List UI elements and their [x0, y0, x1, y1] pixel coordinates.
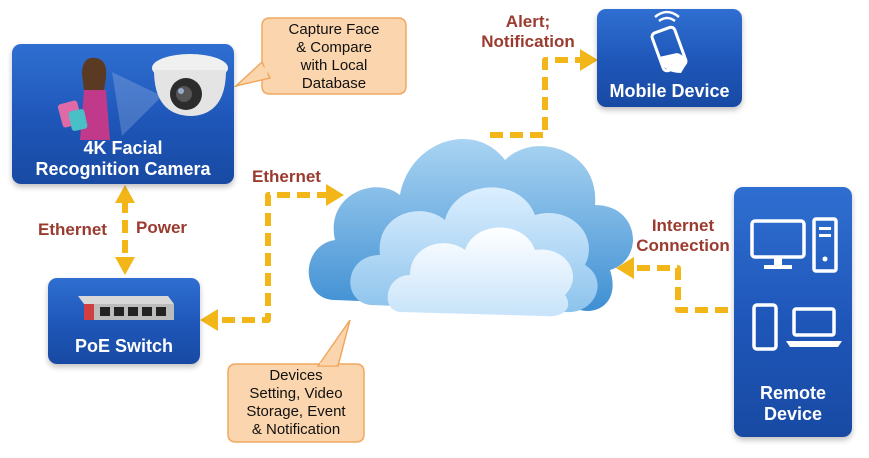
- callout-capture-line: Database: [301, 75, 367, 92]
- mobile-device-box: Mobile Device: [597, 9, 742, 107]
- arrow-cloud-switch: [215, 192, 330, 323]
- cloud-icon: [308, 138, 633, 317]
- arrowhead-right-icon: [580, 49, 598, 71]
- remote-device-box: Remote Device: [734, 187, 852, 437]
- remote-device-label-line1: Remote: [759, 383, 826, 403]
- callout-capture-line: Capture Face: [288, 21, 380, 38]
- label-power: Power: [136, 218, 188, 237]
- label-alert-line1: Alert;: [505, 12, 551, 31]
- callout-capture-line: with Local: [300, 57, 368, 74]
- callout-capture-line: & Compare: [296, 39, 372, 56]
- callout-capture-text: Capture Face & Compare with Local Databa…: [262, 21, 406, 93]
- arrowhead-left-icon: [616, 257, 634, 279]
- arrowhead-down-icon: [115, 257, 135, 275]
- mobile-phone-icon: [650, 10, 688, 73]
- label-alert-line2: Notification: [481, 32, 575, 52]
- label-internet-line1: Internet: [651, 216, 715, 235]
- label-internet-connection: Internet Connection: [628, 216, 738, 257]
- arrow-cloud-mobile: [490, 57, 585, 138]
- label-ethernet-left: Ethernet: [38, 220, 107, 239]
- poe-switch-box: PoE Switch: [48, 278, 200, 364]
- label-ethernet-top: Ethernet: [252, 167, 321, 186]
- arrowhead-right-icon: [326, 184, 344, 206]
- arrowhead-left-icon: [200, 309, 218, 331]
- callout-devices-text: Devices Setting, Video Storage, Event & …: [228, 367, 364, 439]
- callout-capture-bubble: [261, 17, 407, 95]
- label-alert-notification: Alert; Notification: [472, 12, 584, 53]
- camera-box: 4K Facial Recognition Camera: [12, 44, 234, 184]
- callout-devices-line: Storage, Event: [246, 403, 346, 420]
- callout-devices-line: Devices: [269, 367, 323, 384]
- poe-switch-label: PoE Switch: [74, 336, 173, 356]
- camera-label-line2: Recognition Camera: [35, 158, 211, 179]
- arrowhead-up-icon: [115, 185, 135, 203]
- remote-device-label-line2: Device: [763, 403, 823, 424]
- facial-recognition-camera-icon: [57, 54, 228, 140]
- mobile-device-label: Mobile Device: [609, 81, 730, 101]
- callout-devices-bubble: [227, 363, 365, 443]
- remote-devices-icon: [750, 217, 842, 351]
- poe-switch-icon: [78, 296, 174, 320]
- callout-devices-line: Setting, Video: [249, 385, 343, 402]
- callout-devices-line: & Notification: [251, 421, 341, 438]
- camera-label-line1: 4K Facial: [83, 138, 163, 158]
- label-internet-line2: Connection: [636, 236, 730, 256]
- arrow-remote-cloud: [630, 265, 728, 313]
